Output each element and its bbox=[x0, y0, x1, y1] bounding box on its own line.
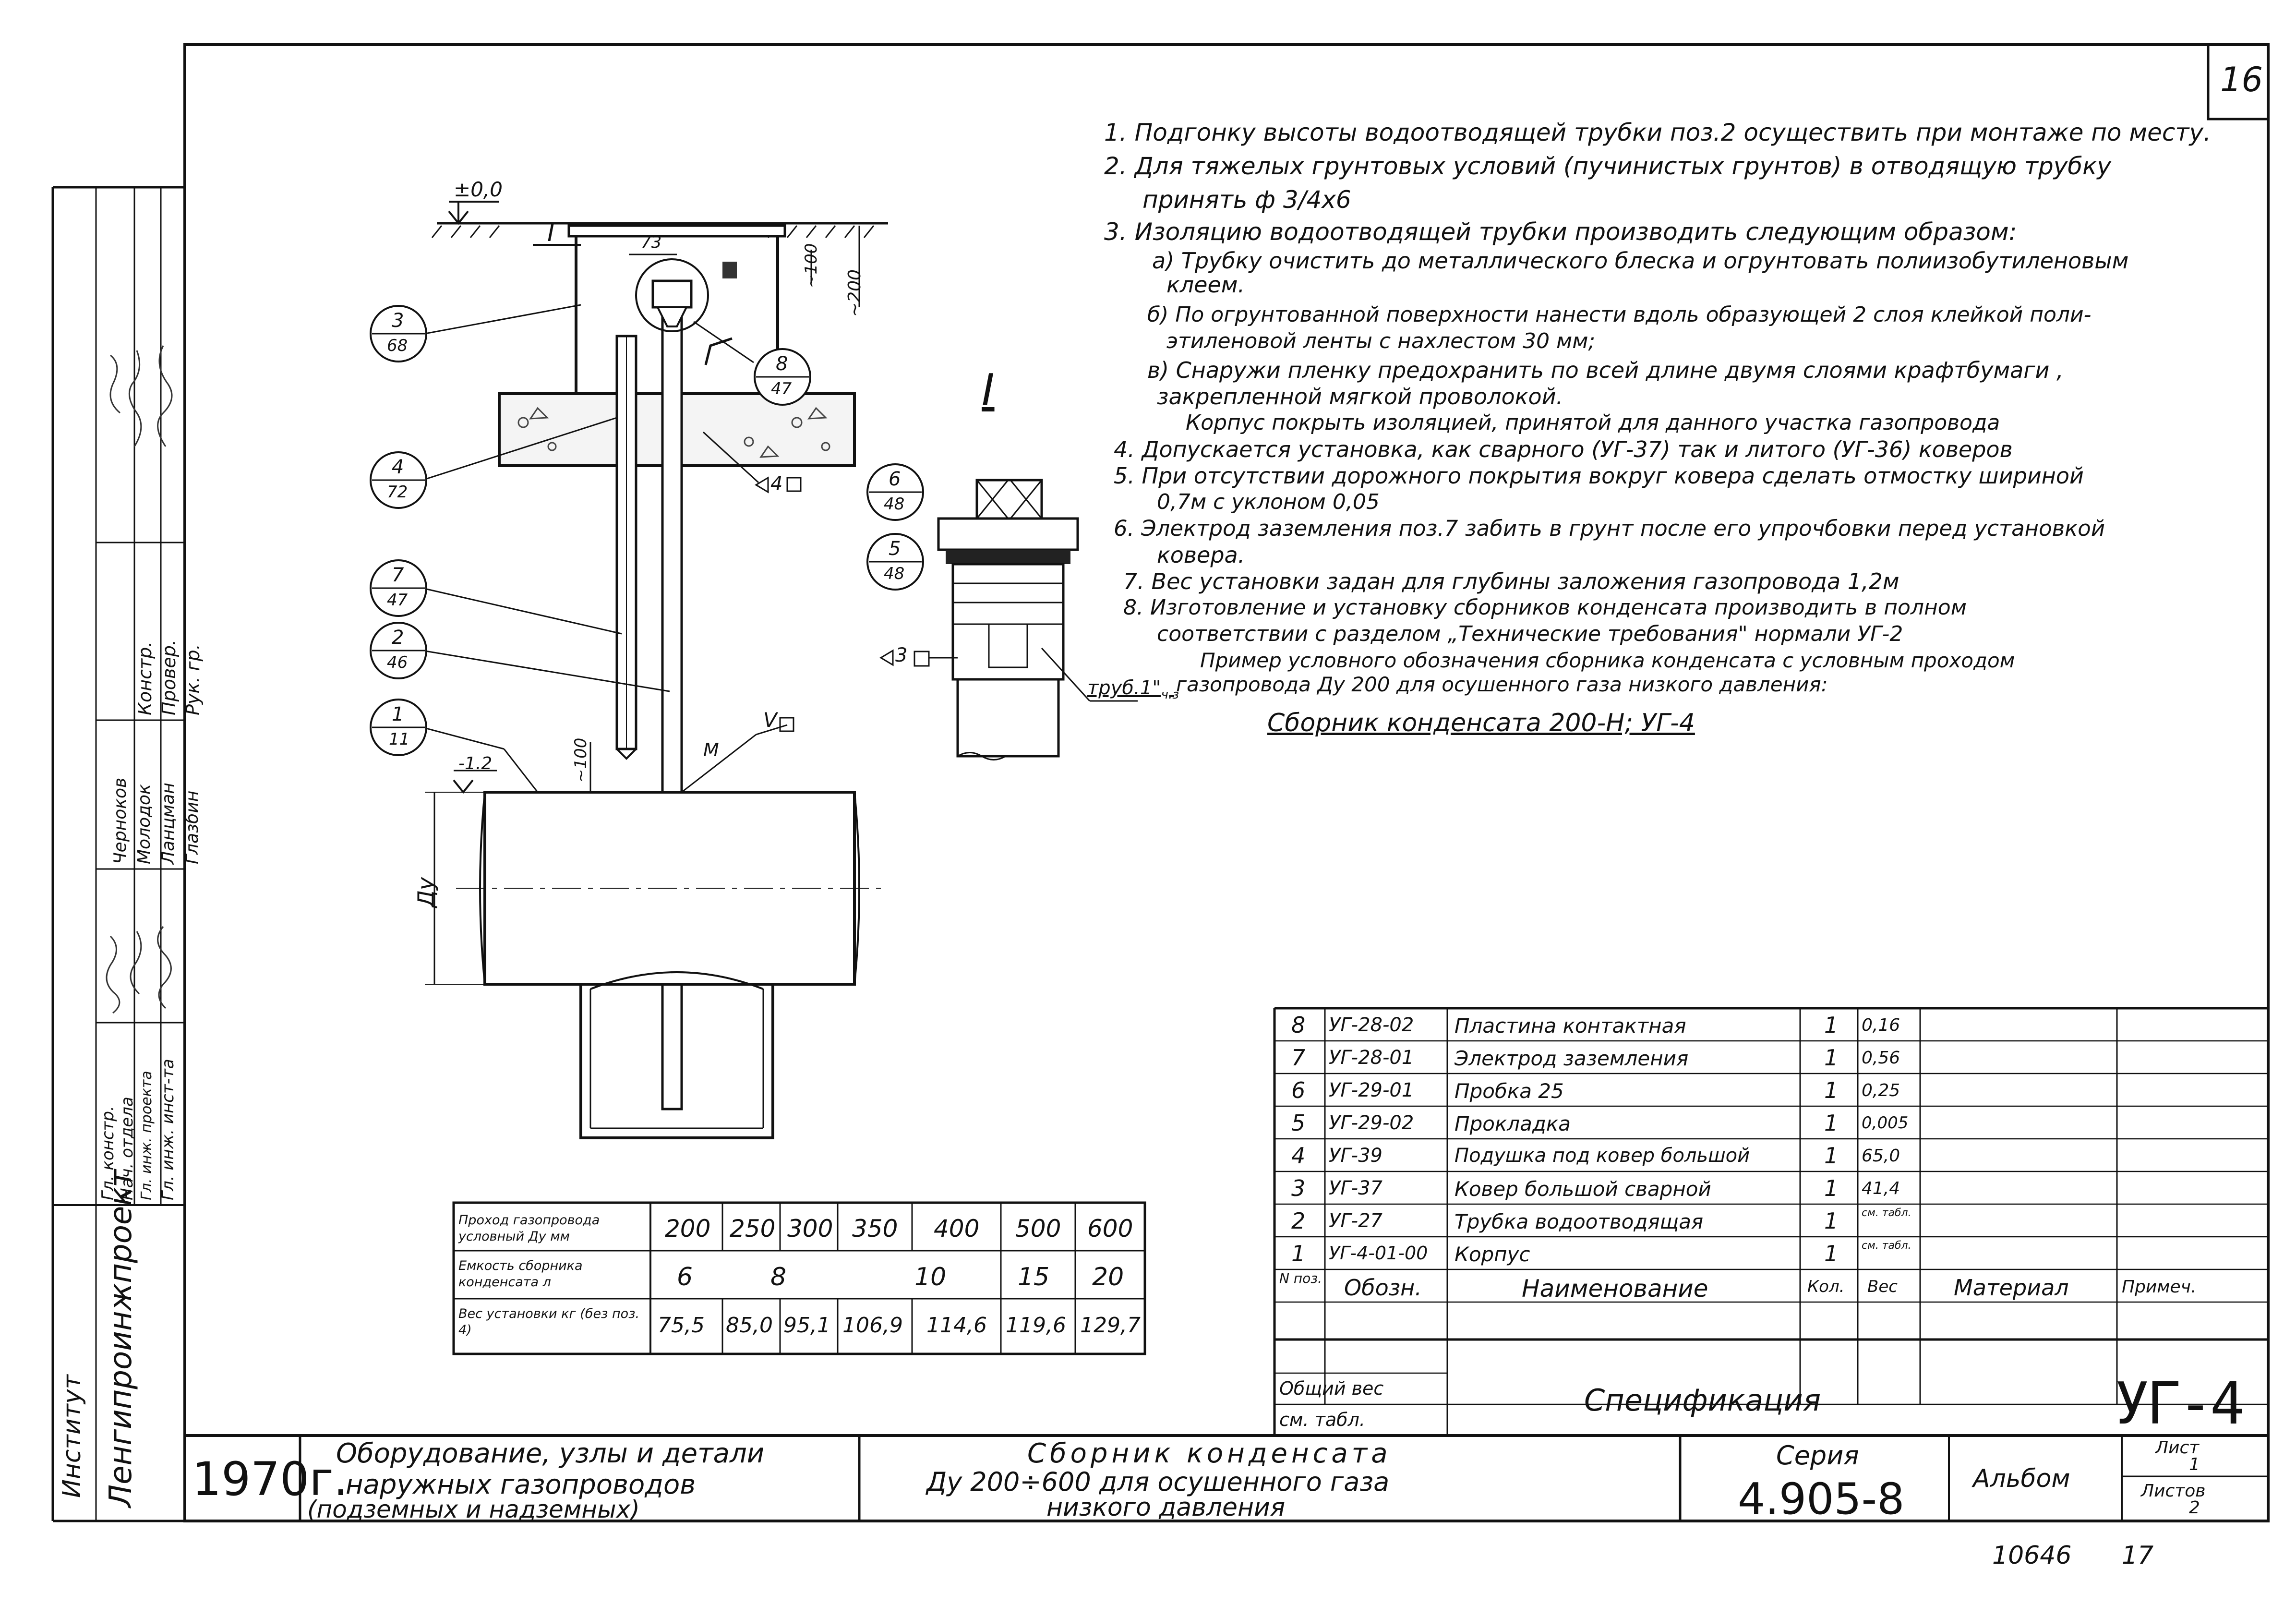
total-weight-label: Общий вес bbox=[1279, 1378, 1384, 1399]
note-line: ковера. bbox=[1157, 542, 1245, 568]
year: 1970г. bbox=[192, 1452, 349, 1506]
archive-page: 17 bbox=[2122, 1541, 2154, 1570]
weld-3-label: 3 bbox=[895, 644, 908, 666]
du-label: Ду bbox=[413, 877, 439, 907]
series-value: 4.905-8 bbox=[1738, 1474, 1905, 1524]
note-line: закрепленной мягкой проволокой. bbox=[1157, 384, 1563, 410]
dn-cell: 300 bbox=[787, 1215, 833, 1243]
detail-title: I bbox=[982, 365, 995, 415]
dim-200-label: ~200 bbox=[845, 269, 865, 317]
note-line: этиленовой ленты с нахлестом 30 мм; bbox=[1166, 329, 1596, 353]
note-line: 4. Допускается установка, как сварного (… bbox=[1114, 436, 2013, 462]
dim-100-bottom-label: ~100 bbox=[571, 737, 590, 783]
dn-cell: 85,0 bbox=[726, 1313, 773, 1338]
person-name: Глазбин bbox=[182, 790, 202, 864]
note-line: 6. Электрод заземления поз.7 забить в гр… bbox=[1114, 516, 2105, 541]
dn-cell: 119,6 bbox=[1006, 1313, 1066, 1338]
dn-cell: 500 bbox=[1015, 1215, 1061, 1243]
weld-v-label: V bbox=[763, 708, 777, 732]
subject-line: Оборудование, узлы и детали bbox=[336, 1438, 765, 1469]
dn-cell: 250 bbox=[730, 1215, 776, 1243]
dn-row-header: Вес установки кг (без поз. 4) bbox=[458, 1306, 640, 1338]
sheets-label: Листов bbox=[2141, 1481, 2206, 1501]
note-line: 1. Подгонку высоты водоотводящей трубки … bbox=[1104, 119, 2211, 146]
note-line: газопровода Ду 200 для осушенного газа н… bbox=[1176, 673, 1828, 696]
designation-example: Сборник конденсата 200-Н; УГ-4 bbox=[1267, 709, 1695, 737]
note-line: а) Трубку очистить до металлического бле… bbox=[1152, 248, 2129, 274]
note-line: 3. Изоляцию водоотводящей трубки произво… bbox=[1104, 218, 2017, 246]
note-line: б) По огрунтованной поверхности нанести … bbox=[1147, 302, 2092, 327]
sheet-number: 16 bbox=[2220, 60, 2263, 99]
dn-cell: 10 bbox=[914, 1263, 947, 1291]
section-mark-label: I bbox=[547, 218, 555, 247]
dn-cell: 8 bbox=[770, 1263, 787, 1291]
dn-cell: 600 bbox=[1087, 1215, 1133, 1243]
see-table-label: см. табл. bbox=[1279, 1409, 1365, 1430]
sheets-value: 2 bbox=[2189, 1498, 2200, 1518]
dn-cell: 350 bbox=[852, 1215, 898, 1243]
dn-cell: 400 bbox=[934, 1215, 980, 1243]
dn-cell: 75,5 bbox=[658, 1313, 705, 1338]
institute-name: Ленгипроинжпроект bbox=[103, 1169, 139, 1508]
dn-cell: 129,7 bbox=[1080, 1313, 1141, 1338]
note-line: 0,7м с уклоном 0,05 bbox=[1157, 490, 1380, 514]
name-line: низкого давления bbox=[1046, 1493, 1286, 1522]
subject-line: наружных газопроводов bbox=[346, 1469, 696, 1500]
name-line: Ду 200÷600 для осушенного газа bbox=[926, 1467, 1390, 1497]
level-zero-label: ±0,0 bbox=[454, 178, 503, 201]
note-line: Корпус покрыть изоляцией, принятой для д… bbox=[1186, 410, 2000, 435]
note-line: в) Снаружи пленку предохранить по всей д… bbox=[1147, 357, 2064, 383]
spec-code-big: УГ-4 bbox=[2115, 1371, 2245, 1437]
note-line: Пример условного обозначения сборника ко… bbox=[1200, 649, 2015, 672]
note-line: принять ф 3/4х6 bbox=[1142, 186, 1351, 214]
dn-cell: 20 bbox=[1092, 1263, 1124, 1291]
dn-row-header: Емкость сборника конденсата л bbox=[458, 1258, 583, 1290]
archive-number: 10646 bbox=[1992, 1541, 2072, 1570]
dim-100-top-label: ~100 bbox=[802, 243, 821, 288]
depth-label: -1.2 bbox=[458, 754, 493, 773]
dim-73-label: 73 bbox=[641, 233, 662, 252]
signatures-image bbox=[106, 345, 173, 1014]
sheet-label: Лист bbox=[2155, 1438, 2200, 1458]
note-line: 2. Для тяжелых грунтовых условий (пучини… bbox=[1104, 152, 2111, 180]
dn-cell: 114,6 bbox=[926, 1313, 987, 1338]
dn-cell: 106,9 bbox=[842, 1313, 903, 1338]
spec-title: Спецификация bbox=[1584, 1383, 1821, 1418]
role-label: Рук. гр. bbox=[182, 644, 204, 715]
note-line: клеем. bbox=[1166, 272, 1245, 298]
dn-cell: 6 bbox=[677, 1263, 693, 1291]
dn-cell: 95,1 bbox=[783, 1313, 830, 1338]
subject-line: (подземных и надземных) bbox=[307, 1496, 640, 1523]
album-label: Альбом bbox=[1973, 1464, 2070, 1493]
m-label: М bbox=[703, 739, 719, 760]
pipe-note-label: труб.1"ч.з bbox=[1087, 677, 1179, 702]
sheet-value: 1 bbox=[2189, 1455, 2200, 1474]
name-line: Сборник конденсата bbox=[1027, 1438, 1392, 1469]
series-label: Серия bbox=[1776, 1440, 1859, 1471]
dn-row-header: Проход газопровода условный Ду мм bbox=[458, 1213, 600, 1244]
institute-label: Институт bbox=[58, 1375, 86, 1498]
dn-cell: 200 bbox=[665, 1215, 711, 1243]
note-line: 5. При отсутствии дорожного покрытия вок… bbox=[1114, 463, 2084, 489]
dn-cell: 15 bbox=[1018, 1263, 1050, 1291]
weld-4-label: 4 bbox=[770, 473, 783, 495]
note-line: 8. Изготовление и установку сборников ко… bbox=[1123, 595, 1967, 620]
note-line: 7. Вес установки задан для глубины залож… bbox=[1123, 568, 1899, 594]
note-line: соответствии с разделом „Технические тре… bbox=[1157, 622, 1903, 646]
